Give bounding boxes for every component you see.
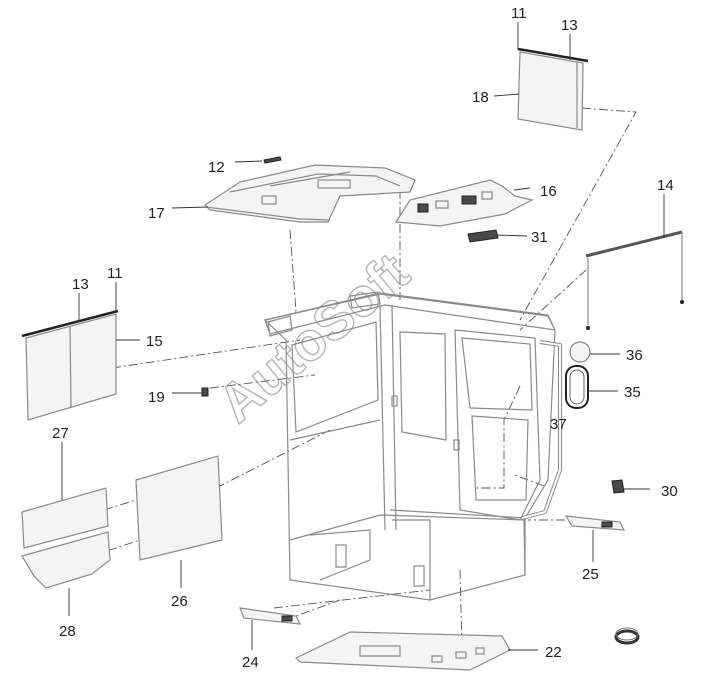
callout-37: 37	[550, 416, 567, 433]
callout-22: 22	[545, 644, 562, 661]
callout-12: 12	[208, 159, 225, 176]
callout-16: 16	[540, 183, 557, 200]
leader-lines	[61, 22, 665, 651]
callout-36: 36	[626, 347, 643, 364]
callout-31: 31	[531, 229, 548, 246]
callout-27: 27	[52, 425, 69, 442]
callout-11-top: 11	[511, 5, 527, 22]
callout-24: 24	[242, 654, 259, 671]
callout-35: 35	[624, 384, 641, 401]
part-27-upper-panel	[21, 487, 109, 549]
part-12-roof-clip	[263, 156, 282, 164]
callout-17: 17	[148, 205, 165, 222]
watermark-text: AutoSoft	[207, 242, 420, 434]
part-37-door-seal	[521, 340, 562, 520]
part-17-roof-panel	[204, 164, 416, 223]
part-15-side-shade	[21, 309, 119, 421]
callout-15: 15	[146, 333, 163, 350]
ring-part	[614, 627, 640, 645]
part-16-overhead-console	[394, 179, 534, 227]
part-18-rear-shade	[517, 47, 589, 131]
callout-13-top: 13	[561, 17, 578, 34]
part-24-step-bracket	[239, 607, 302, 625]
part-19-bolt	[201, 387, 209, 397]
callout-18: 18	[472, 89, 489, 106]
part-26-side-glass	[135, 455, 223, 561]
part-25-step-bracket	[564, 515, 626, 531]
part-22-floor-plate	[294, 631, 511, 671]
callout-26: 26	[171, 593, 188, 610]
assembly-lines	[91, 107, 637, 651]
part-31-switch-panel	[467, 229, 499, 243]
callout-labels: 11 13 18 12 17 16 31 14 13 11 15 36 35 1…	[52, 5, 678, 671]
part-35-rearview-mirror	[565, 365, 589, 409]
cab-frame	[263, 291, 557, 601]
callout-30: 30	[661, 483, 678, 500]
callout-28: 28	[59, 623, 76, 640]
callout-19: 19	[148, 389, 165, 406]
part-30-clip	[611, 479, 625, 494]
callout-13-left: 13	[72, 276, 89, 293]
part-14-visor-rail	[585, 230, 684, 330]
part-28-lower-panel	[21, 531, 111, 589]
part-36-round-mirror	[569, 341, 591, 363]
callout-14: 14	[657, 177, 674, 194]
callout-11-left: 11	[107, 265, 123, 282]
callout-25: 25	[582, 566, 599, 583]
